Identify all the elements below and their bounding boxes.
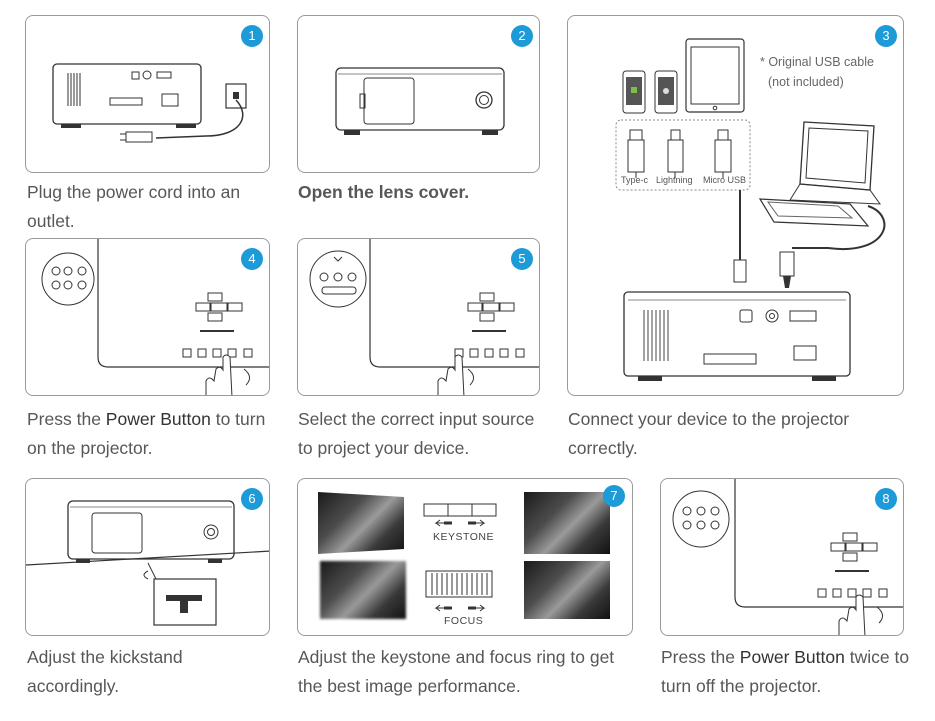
power-on-button-drawing <box>41 239 269 395</box>
step-number-badge: 4 <box>241 248 263 270</box>
keystone-focus-controls <box>423 503 497 612</box>
step-6-illustration: 6 <box>25 478 270 636</box>
step-5-illustration: 5 <box>297 238 540 396</box>
projector-lens-cover-drawing <box>335 67 505 135</box>
step-3-caption: Connect your device to the projector cor… <box>568 409 850 458</box>
step-number-badge: 2 <box>511 25 533 47</box>
keystone-label: KEYSTONE <box>433 531 494 543</box>
kickstand-drawing <box>26 500 269 626</box>
step-number-badge: 7 <box>603 485 625 507</box>
step-4-caption: Press the Power Button to turn on the pr… <box>27 405 275 463</box>
step-7-illustration: KEYSTONE FOCUS 7 <box>297 478 633 636</box>
step-8-illustration: 8 <box>660 478 904 636</box>
step-number-badge: 5 <box>511 248 533 270</box>
image-sample-corrected <box>524 492 610 554</box>
focus-label: FOCUS <box>444 615 484 627</box>
cable-label-type-c: Type-c <box>621 175 649 185</box>
power-button-term: Power Button <box>739 647 845 667</box>
step-6-caption: Adjust the kickstand accordingly. <box>27 647 183 696</box>
caption-text: Press the <box>661 647 740 667</box>
usb-cable-note-line1: * Original USB cable <box>760 55 874 69</box>
step-5-caption: Select the correct input source to proje… <box>298 409 535 458</box>
caption-text: twice to turn off the projector. <box>661 647 910 696</box>
power-off-button-drawing <box>672 479 903 635</box>
input-source-button-drawing <box>309 239 539 395</box>
caption-text: to turn on the projector. <box>27 409 266 458</box>
step-number-badge: 1 <box>241 25 263 47</box>
cable-label-lightning: Lightning <box>656 175 693 185</box>
step-1-caption: Plug the power cord into an outlet. <box>27 182 241 231</box>
step-1-illustration: 1 <box>25 15 270 173</box>
step-7-caption: Adjust the keystone and focus ring to ge… <box>298 647 615 696</box>
step-number-badge: 8 <box>875 488 897 510</box>
step-number-badge: 3 <box>875 25 897 47</box>
image-sample-distorted <box>318 492 404 554</box>
step-2-caption: Open the lens cover. <box>298 182 470 202</box>
step-8-caption: Press the Power Button twice to turn off… <box>661 643 911 701</box>
step-4-illustration: 4 <box>25 238 270 396</box>
usb-cable-note-line2: (not included) <box>768 75 844 89</box>
step-2-illustration: 2 <box>297 15 540 173</box>
image-sample-blurred <box>320 561 406 619</box>
projector-power-cord-drawing <box>52 63 247 143</box>
step-number-badge: 6 <box>241 488 263 510</box>
device-connection-drawing <box>615 38 886 381</box>
image-sample-focused <box>524 561 610 619</box>
caption-text: Press the <box>27 409 106 429</box>
power-button-term: Power Button <box>105 409 211 429</box>
step-3-illustration: * Original USB cable (not included) Type… <box>567 15 904 396</box>
cable-label-micro-usb: Micro USB <box>703 175 747 185</box>
